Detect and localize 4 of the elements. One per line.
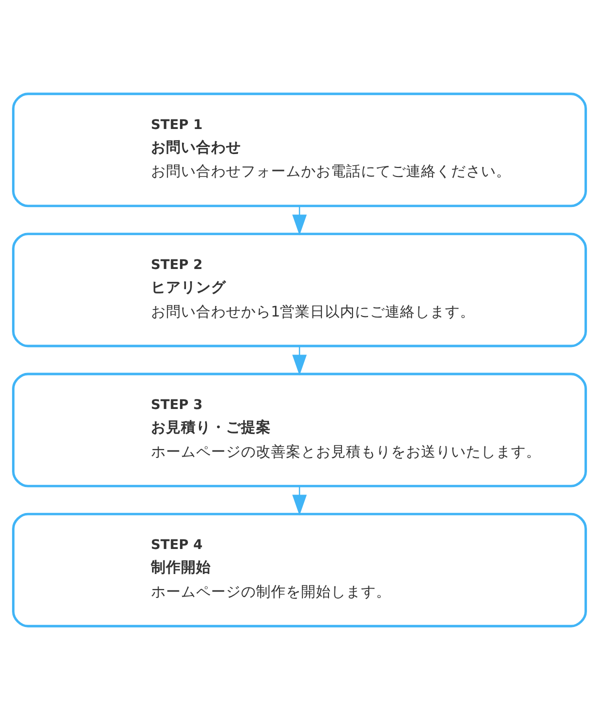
node-box: STEP 4 制作開始 ホームページの制作を開始します。	[12, 512, 587, 627]
node-box: STEP 1 お問い合わせ お問い合わせフォームかお電話にてご連絡ください。	[12, 92, 587, 207]
node-box: STEP 2 ヒアリング お問い合わせから1営業日以内にご連絡します。	[12, 232, 587, 347]
node-box: STEP 3 お見積り・ご提案 ホームページの改善案とお見積もりをお送りいたします。	[12, 372, 587, 487]
